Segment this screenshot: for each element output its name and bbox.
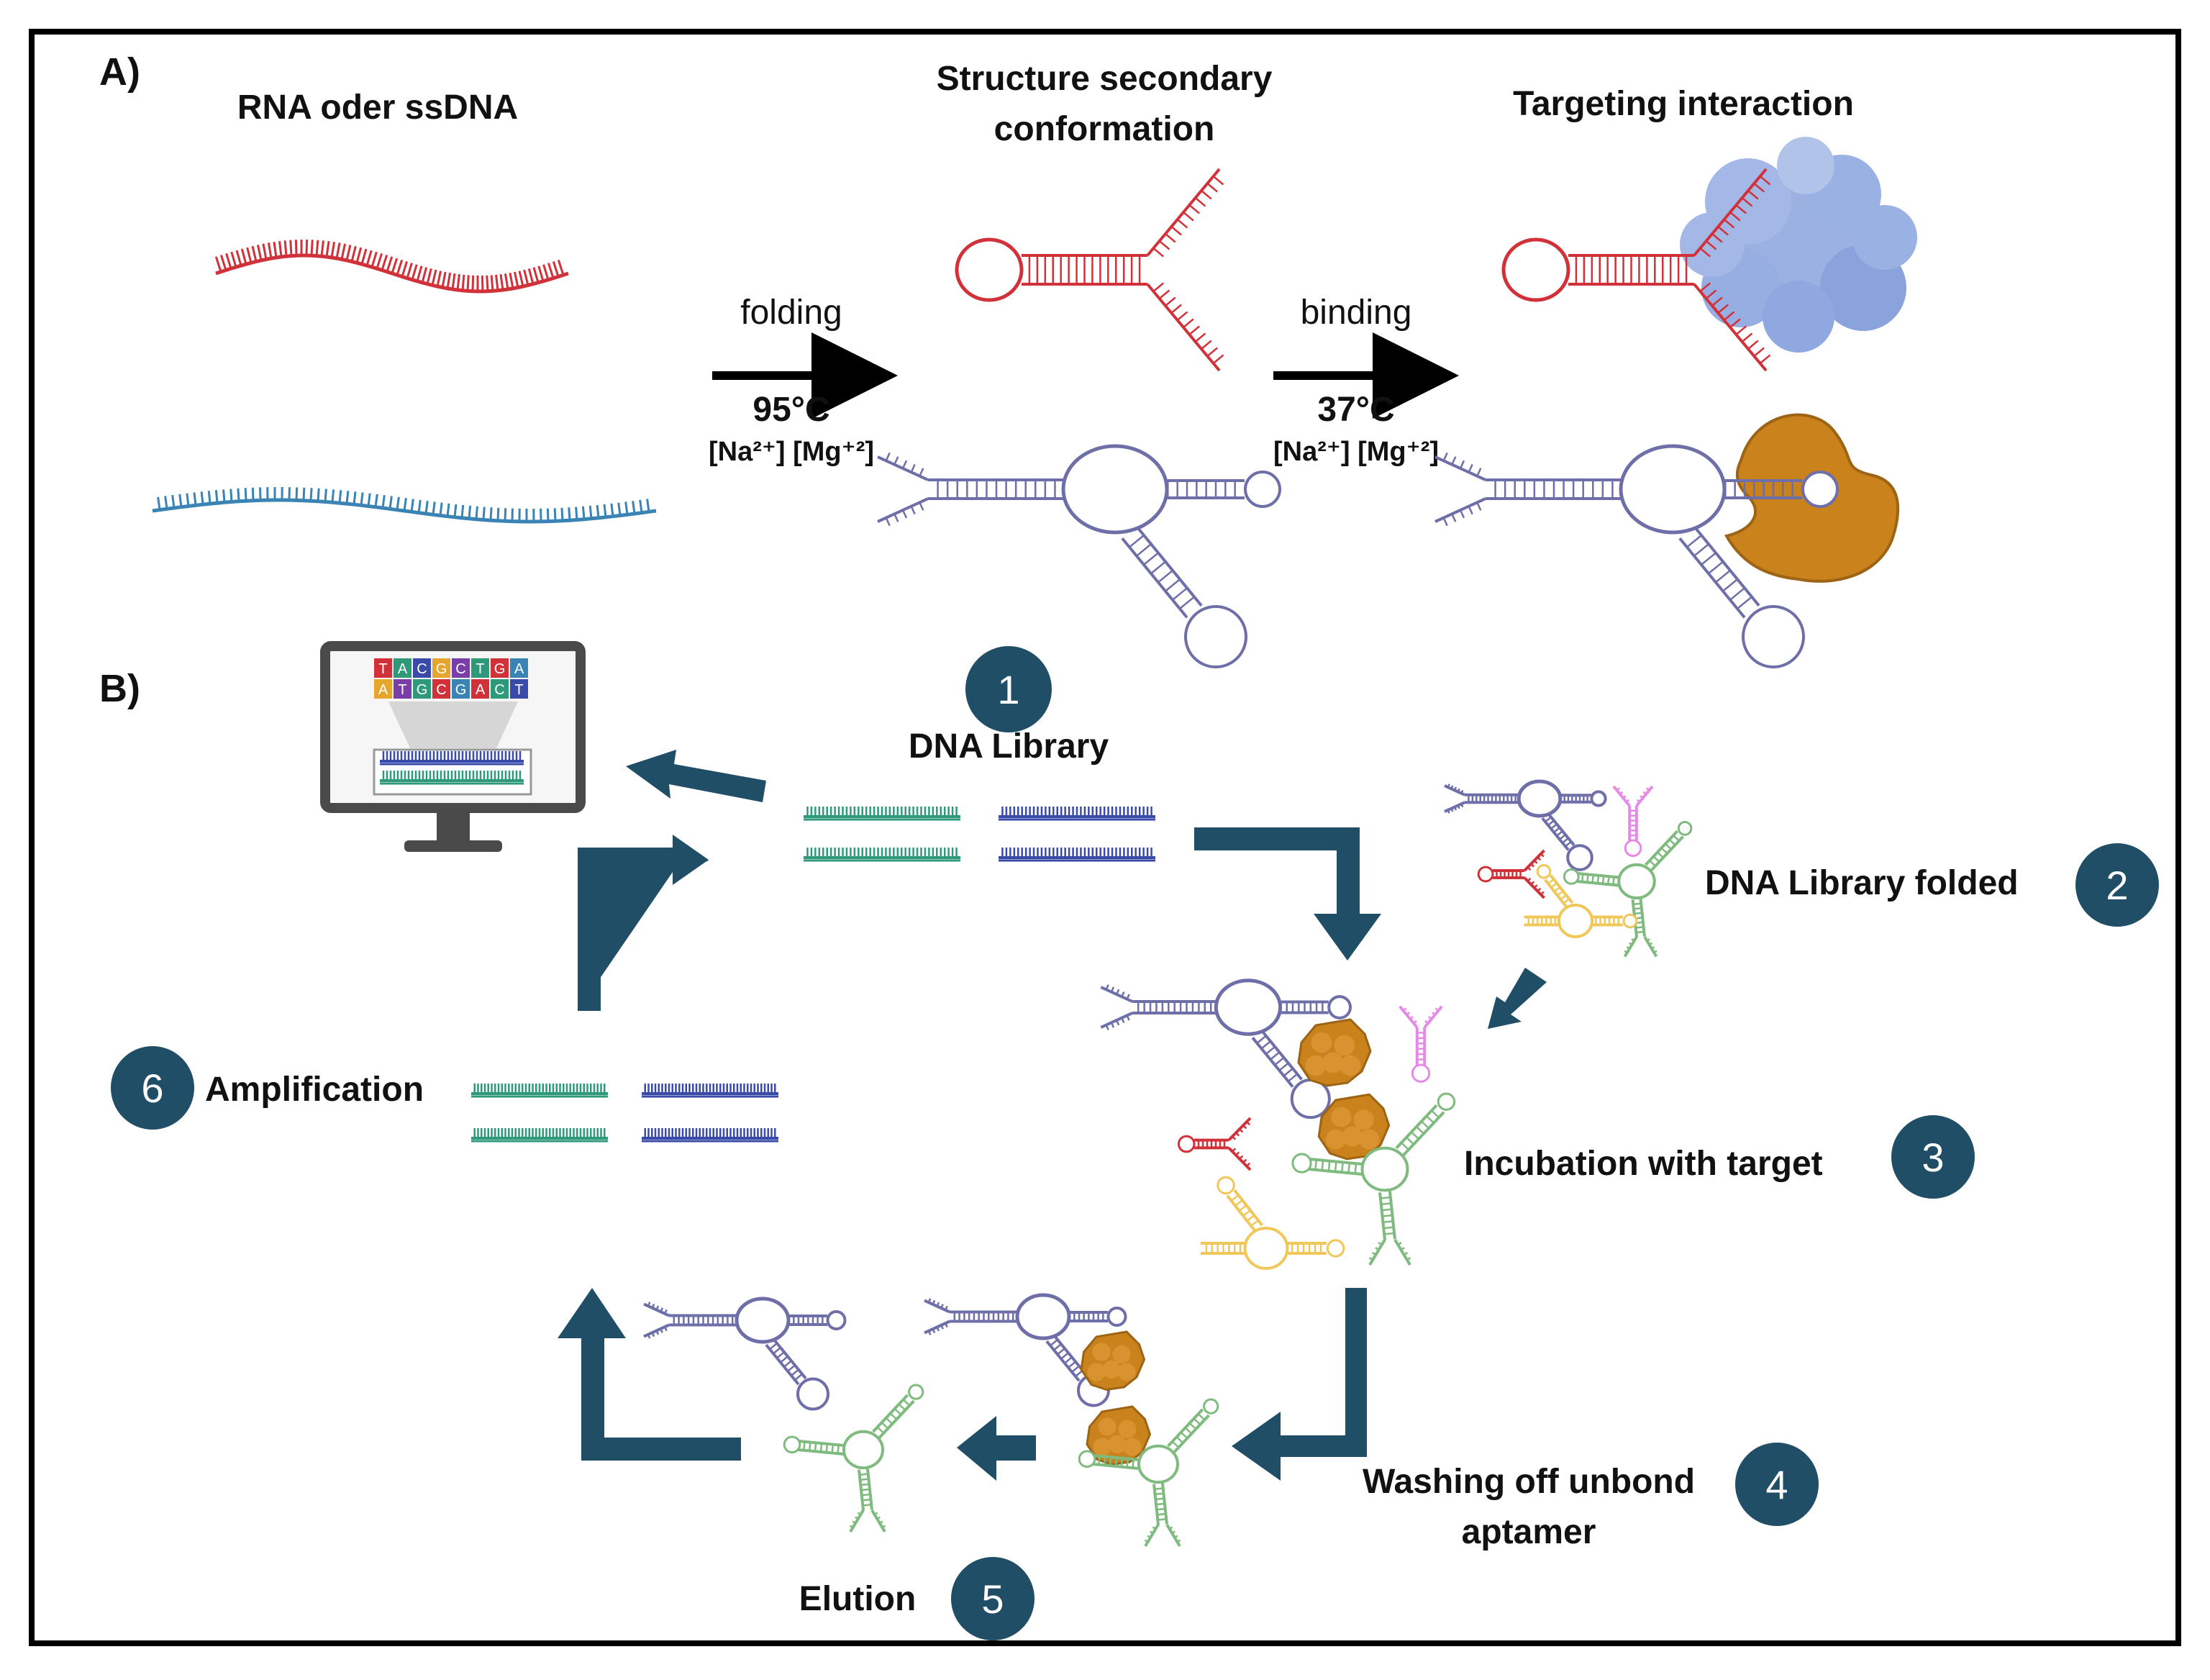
step-4-badge xyxy=(1735,1443,1819,1526)
step-1-label: DNA Library xyxy=(909,727,1109,766)
seq-letter: G xyxy=(455,682,467,698)
folding-ions: [Na²⁺] [Mg⁺²] xyxy=(709,437,874,467)
washing-cluster xyxy=(924,1293,1219,1548)
seq-letter: A xyxy=(476,682,486,698)
seq-letter: A xyxy=(514,661,524,677)
arrow-amplification-to-library xyxy=(578,849,709,1011)
step-6-number: 6 xyxy=(141,1066,163,1111)
seq-letter: G xyxy=(417,682,428,698)
red-hairpin-bound xyxy=(1501,168,1771,372)
seq-letter: C xyxy=(455,661,465,677)
seq-letter: A xyxy=(378,682,388,698)
folded-library-cluster xyxy=(1444,779,1693,958)
cycle-arrows xyxy=(558,750,1547,1481)
arrow-to-monitor xyxy=(626,750,766,802)
step-3-number: 3 xyxy=(1922,1135,1944,1180)
seq-letter: A xyxy=(398,661,408,677)
col1-title: RNA oder ssDNA xyxy=(237,88,518,127)
step-3-badge xyxy=(1891,1115,1975,1199)
panel-a-label: A) xyxy=(99,50,140,94)
col3-title: Targeting interaction xyxy=(1513,85,1854,123)
seq-letter: C xyxy=(494,682,504,698)
step-4-number: 4 xyxy=(1765,1462,1788,1507)
step-6-badge xyxy=(111,1046,194,1130)
col2-title-line1: Structure secondary xyxy=(937,60,1273,98)
arrow-amplification-to-library-head xyxy=(578,835,709,1011)
step-2-badge xyxy=(2075,843,2159,927)
folding-temperature: 95°C xyxy=(752,391,829,429)
red-hairpin-aptamer xyxy=(955,168,1224,372)
step-5-label: Elution xyxy=(799,1580,917,1618)
amplified-duplexes xyxy=(471,1084,778,1143)
red-rna-strand xyxy=(214,239,569,294)
arrow-elution-to-amplification xyxy=(558,1288,741,1461)
seq-letter: C xyxy=(417,661,427,677)
seq-letter: T xyxy=(514,682,523,698)
blue-three-way-bound xyxy=(1434,444,1839,668)
seq-letter: T xyxy=(398,682,406,698)
col2-title-line2: conformation xyxy=(994,110,1215,148)
arrow-washing-to-elution xyxy=(957,1416,1036,1481)
folding-label: folding xyxy=(740,294,842,332)
seq-letter: T xyxy=(476,661,484,677)
step-1-number: 1 xyxy=(997,667,1019,712)
step-6-label: Amplification xyxy=(205,1071,424,1109)
step-3-label: Incubation with target xyxy=(1464,1145,1823,1183)
step-2-label: DNA Library folded xyxy=(1705,864,2019,902)
blue-three-way-aptamer xyxy=(877,444,1281,668)
arrow-incubation-to-washing xyxy=(1232,1288,1367,1481)
step-5-badge xyxy=(951,1557,1034,1640)
blue-ssdna-strand xyxy=(152,486,657,524)
arrow-library-to-incubation xyxy=(1194,827,1381,961)
elution-cluster xyxy=(643,1297,924,1533)
blue-protein-target xyxy=(1680,137,1917,353)
step-4-label-line1: Washing off unbond xyxy=(1363,1463,1695,1501)
binding-label: binding xyxy=(1301,294,1412,332)
seq-letter: G xyxy=(436,661,447,677)
panel-b-label: B) xyxy=(99,667,140,710)
step-1-badge xyxy=(965,646,1052,732)
seq-letter: G xyxy=(494,661,506,677)
seq-letter: T xyxy=(378,661,387,677)
seq-letter: C xyxy=(436,682,446,698)
arrow-folded-to-incubation xyxy=(1488,968,1547,1029)
incubation-cluster xyxy=(1100,979,1456,1270)
step-5-number: 5 xyxy=(981,1576,1004,1622)
step-4-label-line2: aptamer xyxy=(1462,1513,1596,1551)
binding-ions: [Na²⁺] [Mg⁺²] xyxy=(1273,437,1439,467)
binding-temperature: 37°C xyxy=(1317,391,1394,429)
dna-library-duplexes xyxy=(804,807,1155,862)
step-2-number: 2 xyxy=(2106,863,2128,908)
